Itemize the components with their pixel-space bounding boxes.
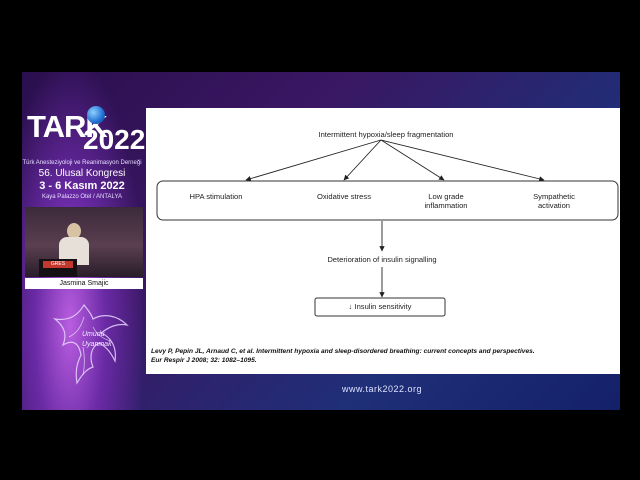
arrow-to-hpa [245, 139, 382, 182]
mechanism-label: Low grade inflammation [406, 192, 486, 210]
mechanism-line1: HPA stimulation [189, 192, 243, 201]
congress-title: 56. Ulusal Kongresi [38, 168, 126, 179]
arrow-to-sympathetic [380, 139, 545, 182]
slogan-line1: Umudu [82, 331, 105, 338]
slide: Intermittent hypoxia/sleep fragmentation… [146, 108, 620, 374]
mechanism-line2: activation [537, 201, 571, 210]
citation-line2: Eur Respir J 2008; 32: 1082–1095. [151, 357, 257, 364]
citation-line1: Levy P, Pepin JL, Arnaud C, et al. Inter… [151, 348, 535, 355]
mechanism-label: Sympathetic activation [514, 192, 594, 210]
speaker-head [67, 223, 81, 239]
speaker-video: GRES [25, 207, 143, 277]
mechanism-line1: Low grade [428, 192, 464, 201]
mechanism-line1: Oxidative stress [316, 192, 372, 201]
logo-year: 2022 [83, 124, 146, 155]
mechanism-label: HPA stimulation [176, 192, 256, 201]
mechanism-line2: inflammation [424, 201, 468, 210]
flowchart [156, 139, 619, 317]
congress-dates: 3 - 6 Kasım 2022 [39, 180, 125, 192]
phoenix-logo-icon [52, 303, 129, 385]
slogan: Umudu Uyanmak [82, 330, 112, 350]
association-name: Türk Anesteziyoloji ve Reanimasyon Derne… [22, 160, 142, 166]
slogan-line2: Uyanmak [82, 341, 112, 348]
mechanism-line1: Sympathetic [533, 192, 575, 201]
mechanisms-box [156, 180, 619, 221]
speaker-name: Jasmina Smajic [25, 278, 143, 289]
globe-icon [87, 106, 105, 124]
citation: Levy P, Pepin JL, Arnaud C, et al. Inter… [151, 347, 620, 365]
insulin-sensitivity-box [314, 297, 446, 317]
top-node-label: Intermittent hypoxia/sleep fragmentation [318, 130, 454, 139]
arrow-to-inflammation [380, 139, 445, 181]
mechanism-label: Oxidative stress [299, 192, 389, 201]
arrow-to-oxidative [343, 139, 382, 181]
congress-venue: Kaya Palazzo Otel / ANTALYA [41, 194, 123, 200]
website-url: www.tark2022.org [341, 384, 423, 394]
presentation-stage: TARK 2022 Türk Anesteziyoloji ve Reanima… [22, 72, 620, 410]
podium-sign: GRES [43, 261, 73, 268]
bottom-node-label: ↓ Insulin sensitivity [348, 302, 412, 311]
middle-node-label: Deterioration of insulin signalling [327, 255, 437, 264]
